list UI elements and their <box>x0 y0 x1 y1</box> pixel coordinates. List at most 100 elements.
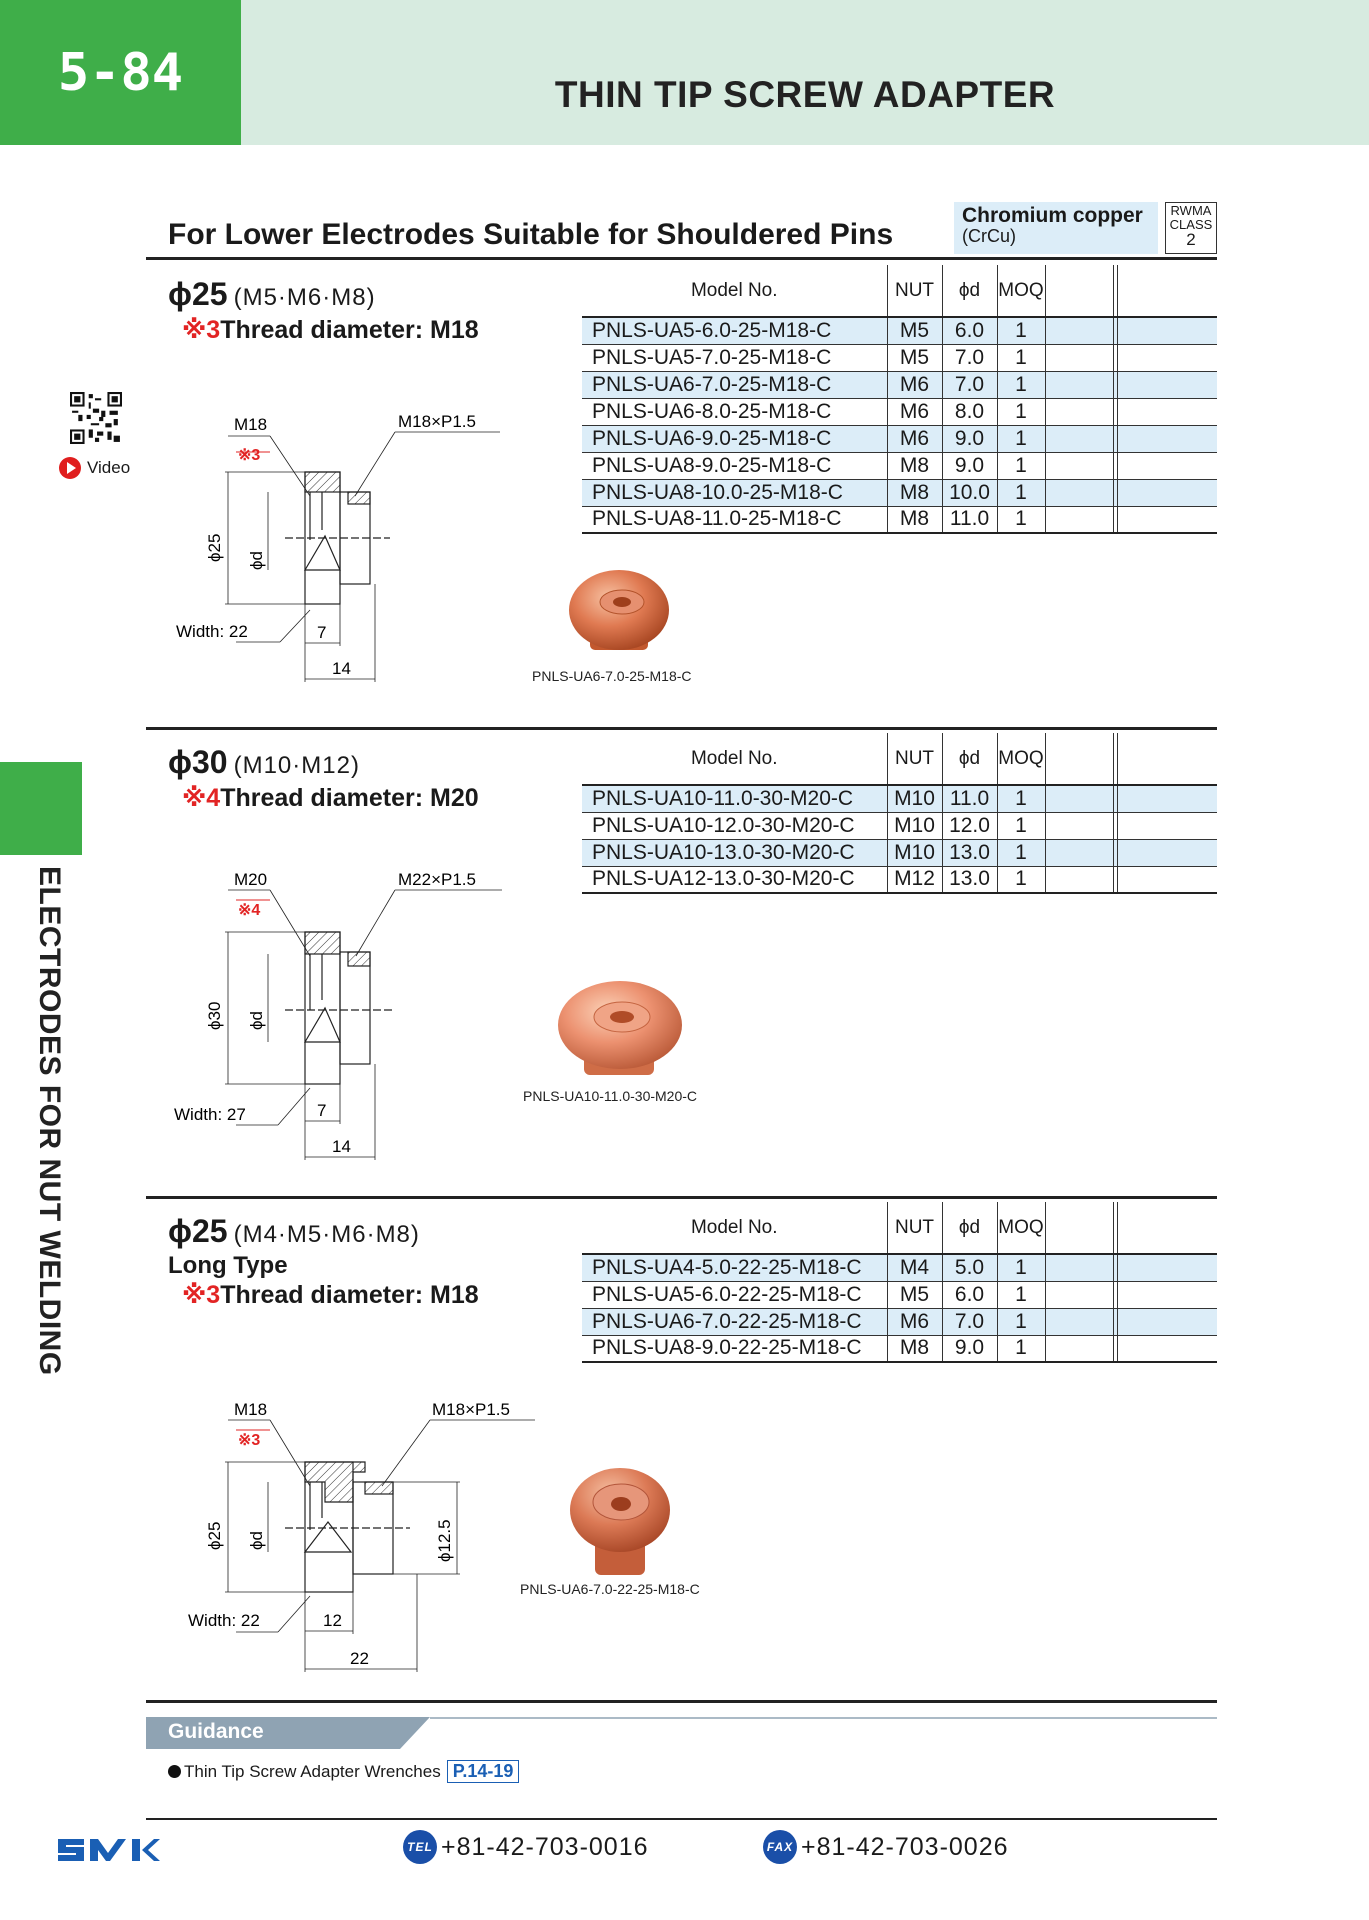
group-1-table: Model No. NUT ϕd MOQ PNLS-UA5-6.0-25-M18… <box>582 265 1217 534</box>
drawing-2-mark: ※4 <box>238 902 260 919</box>
drawing-2-d-label: ϕd <box>247 1011 266 1030</box>
moq-cell: 1 <box>996 479 1045 507</box>
footer-phone: TEL +81-42-703-0016 <box>403 1830 649 1864</box>
d-cell: 8.0 <box>941 398 997 426</box>
col-moq: MOQ <box>996 733 1045 786</box>
d-cell: 12.0 <box>941 812 997 840</box>
nut-cell: M5 <box>886 1281 942 1309</box>
d-cell: 7.0 <box>941 344 997 372</box>
qr-code-icon[interactable] <box>70 392 122 444</box>
d-cell: 9.0 <box>941 452 997 480</box>
model-no-cell: PNLS-UA5-6.0-22-25-M18-C <box>582 1281 887 1309</box>
col-moq: MOQ <box>996 265 1045 318</box>
model-no-cell: PNLS-UA10-12.0-30-M20-C <box>582 812 887 840</box>
col-model: Model No. <box>582 733 887 786</box>
d-cell: 5.0 <box>941 1254 997 1282</box>
model-no-cell: PNLS-UA6-7.0-25-M18-C <box>582 371 887 399</box>
model-no-cell: PNLS-UA6-9.0-25-M18-C <box>582 425 887 453</box>
moq-cell: 1 <box>996 344 1045 372</box>
drawing-3-dim-total: 22 <box>350 1649 369 1668</box>
group-1-product-photo <box>569 570 669 650</box>
model-no-cell: PNLS-UA12-13.0-30-M20-C <box>582 866 887 894</box>
col-d: ϕd <box>941 265 997 318</box>
model-no-cell: PNLS-UA5-7.0-25-M18-C <box>582 344 887 372</box>
bullet-icon <box>168 1765 181 1778</box>
d-cell: 7.0 <box>941 371 997 399</box>
phone-icon: TEL <box>403 1830 437 1864</box>
model-no-cell: PNLS-UA4-5.0-22-25-M18-C <box>582 1254 887 1282</box>
group-1-drawing: M18 ※3 M18×P1.5 ϕ25 ϕd Width: 22 7 14 <box>176 412 500 682</box>
moq-cell: 1 <box>996 785 1045 813</box>
model-no-cell: PNLS-UA10-11.0-30-M20-C <box>582 785 887 813</box>
moq-cell: 1 <box>996 1335 1045 1363</box>
chapter-label: ELECTRODES FOR NUT WELDING <box>33 866 66 1376</box>
material-sub: (CrCu) <box>962 226 1016 246</box>
nut-cell: M8 <box>886 506 942 534</box>
drawing-2-dim-total: 14 <box>332 1137 351 1156</box>
model-no-cell: PNLS-UA6-7.0-22-25-M18-C <box>582 1308 887 1336</box>
model-no-cell: PNLS-UA8-11.0-25-M18-C <box>582 506 887 534</box>
col-moq: MOQ <box>996 1202 1045 1255</box>
moq-cell: 1 <box>996 425 1045 453</box>
nut-cell: M10 <box>886 812 942 840</box>
guidance-item-text: Thin Tip Screw Adapter Wrenches <box>184 1761 441 1781</box>
material-box: Chromium copper (CrCu) <box>954 202 1158 254</box>
model-no-cell: PNLS-UA8-9.0-22-25-M18-C <box>582 1335 887 1363</box>
col-d: ϕd <box>941 1202 997 1255</box>
group-2-spec: ϕ30(M10·M12) ※4Thread diameter: M20 <box>168 744 479 813</box>
nut-cell: M12 <box>886 866 942 894</box>
d-cell: 10.0 <box>941 479 997 507</box>
section-title: For Lower Electrodes Suitable for Should… <box>168 218 894 251</box>
group-3-product-photo <box>570 1468 670 1575</box>
guidance-label: Guidance <box>168 1720 264 1743</box>
col-model: Model No. <box>582 265 887 318</box>
d-cell: 7.0 <box>941 1308 997 1336</box>
guidance-page-link[interactable]: P.14-19 <box>446 1760 520 1783</box>
rwma-class: 2 <box>1186 230 1196 249</box>
drawing-1-width-label: Width: 22 <box>176 622 248 641</box>
drawing-1-dim-small: 7 <box>317 623 326 642</box>
nut-cell: M5 <box>886 317 942 345</box>
group-1-thread-mark: ※3 <box>182 316 221 344</box>
group-3-spec: ϕ25(M4·M5·M6·M8) Long Type ※3Thread diam… <box>168 1213 479 1310</box>
nut-cell: M6 <box>886 371 942 399</box>
group-3-thread-text: Thread diameter: M18 <box>220 1281 479 1309</box>
group-2-diameter: ϕ30 <box>168 744 228 780</box>
footer-rule <box>146 1818 1217 1820</box>
group-3-photo-caption: PNLS-UA6-7.0-22-25-M18-C <box>520 1581 700 1597</box>
model-no-cell: PNLS-UA8-10.0-25-M18-C <box>582 479 887 507</box>
drawing-1-thread-label: M18 <box>234 415 267 434</box>
nut-cell: M5 <box>886 344 942 372</box>
section-rule <box>146 257 1217 260</box>
d-cell: 13.0 <box>941 839 997 867</box>
page-number: 5-84 <box>0 0 241 145</box>
group-3-long-type: Long Type <box>168 1252 288 1279</box>
drawing-1-mark: ※3 <box>238 447 260 464</box>
nut-cell: M8 <box>886 1335 942 1363</box>
nut-cell: M8 <box>886 452 942 480</box>
drawing-3-screw-label: M18×P1.5 <box>432 1400 510 1419</box>
video-link[interactable]: Video <box>59 457 130 479</box>
phone-number[interactable]: +81-42-703-0016 <box>441 1832 649 1861</box>
d-cell: 11.0 <box>941 506 997 534</box>
group-3-thread-mark: ※3 <box>182 1281 221 1309</box>
d-cell: 13.0 <box>941 866 997 894</box>
footer-fax: FAX +81-42-703-0026 <box>763 1830 1009 1864</box>
group-2-nuts: (M10·M12) <box>233 752 360 779</box>
play-icon <box>59 457 81 479</box>
drawing-1-dia-label: ϕ25 <box>205 534 224 562</box>
nut-cell: M6 <box>886 398 942 426</box>
nut-cell: M8 <box>886 479 942 507</box>
drawing-3-thread-label: M18 <box>234 1400 267 1419</box>
group-2-drawing: M20 ※4 M22×P1.5 ϕ30 ϕd Width: 27 7 14 <box>174 870 502 1160</box>
